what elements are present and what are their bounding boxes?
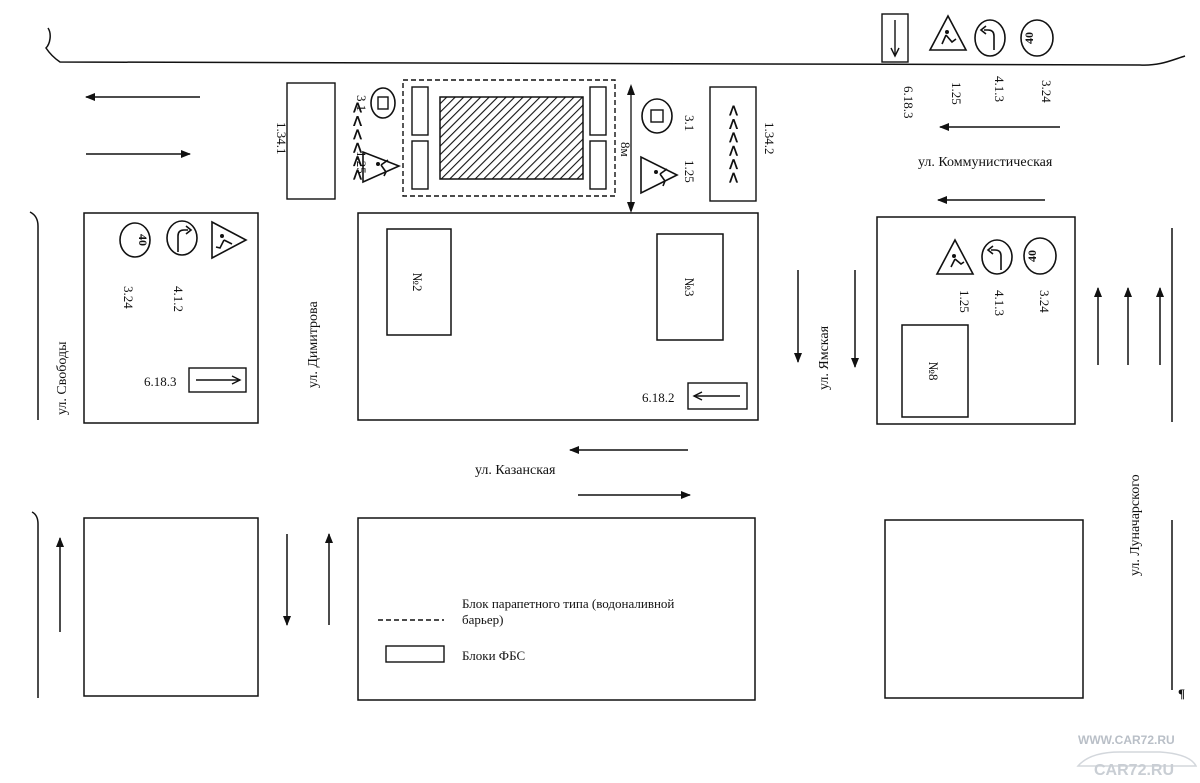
legend-barrier-label-line1: Блок парапетного типа (водоналивной [462, 596, 674, 611]
code-4-1-3-top: 4.1.3 [992, 76, 1007, 102]
street-kommunisticheskaya: ул. Коммунистическая [918, 155, 1053, 170]
block-left-top [83, 212, 259, 424]
building-2: №2 [386, 228, 452, 336]
speed-limit-sign-right-block: 40 [1023, 237, 1057, 275]
warning-road-works-icon [362, 150, 402, 184]
building-8: №8 [901, 324, 969, 418]
block-right-bottom [884, 519, 1084, 699]
work-zone: 8м [402, 79, 635, 213]
chevron-board-1-34-1: <<<<<< [286, 82, 368, 200]
code-3-24-top: 3.24 [1039, 80, 1054, 103]
code-3-24-right-block: 3.24 [1037, 290, 1052, 313]
sign-group-work-right: 3.1 1.25 <<<<<< 1.34.2 [640, 86, 777, 202]
street-svobody: ул. Свободы [55, 341, 70, 415]
turn-left-arrow-icon [974, 19, 1006, 57]
fbs-block-right-bottom [589, 140, 607, 190]
code-6-18-2-center-block: 6.18.2 [642, 390, 675, 405]
turn-right-arrow-icon [166, 220, 198, 256]
fbs-block-left-top [411, 86, 429, 136]
code-1-25-top: 1.25 [949, 82, 964, 105]
street-yamskaya: ул. Ямская [817, 325, 832, 390]
warning-road-works-icon [935, 238, 975, 275]
paragraph-mark: ¶ [1178, 686, 1185, 701]
warning-road-works-icon [640, 155, 679, 195]
warning-road-works-icon [211, 220, 248, 260]
sign-6-18-3-left-block [188, 367, 247, 393]
warning-road-works-icon [928, 14, 968, 51]
street-lunacharskogo: ул. Луначарского [1128, 474, 1143, 576]
building-8-label: №8 [926, 362, 941, 381]
fbs-block-right-top [589, 86, 607, 136]
code-1-34-1: 1.34.1 [274, 122, 289, 155]
left-road-edge-lower [31, 511, 39, 698]
block-right-top [876, 216, 1076, 425]
street-dimitrova: ул. Димитрова [306, 301, 321, 388]
code-1-25-right: 1.25 [682, 160, 697, 183]
code-6-18-3-left-block: 6.18.3 [144, 374, 177, 389]
sign-6-18-3-top [881, 13, 909, 63]
traffic-arrows [56, 93, 1164, 632]
building-2-label: №2 [410, 273, 425, 292]
no-entry-sign-left [370, 87, 396, 119]
fbs-block-left-bottom [411, 140, 429, 190]
code-3-1-left: 3.1 [354, 95, 369, 111]
svg-text:<<<<<<: <<<<<< [725, 104, 744, 184]
legend-fbs-swatch [385, 645, 445, 663]
code-3-24-left-block: 3.24 [121, 286, 136, 309]
sign-group-right-block: 40 1.25 4.1.3 3.24 [935, 237, 1057, 316]
block-center-top [357, 212, 759, 421]
speed-limit-sign-top: 40 [1020, 19, 1054, 57]
code-6-18-3-top: 6.18.3 [901, 86, 916, 119]
speed-limit-value-left-block: 40 [136, 234, 150, 246]
block-center-bottom [357, 517, 756, 701]
code-4-1-3-right-block: 4.1.3 [992, 290, 1007, 316]
sign-6-18-2-center-block [687, 382, 748, 410]
sign-group-top-right: 40 6.18.3 1.25 4.1.3 3.24 [881, 13, 1054, 119]
code-4-1-2-left-block: 4.1.2 [171, 286, 186, 312]
street-kazanskaya: ул. Казанская [475, 463, 556, 478]
watermark-url: WWW.CAR72.RU [1078, 733, 1175, 747]
code-3-1-right: 3.1 [682, 115, 697, 131]
legend-fbs-label: Блоки ФБС [462, 648, 525, 663]
turn-left-arrow-icon [981, 239, 1013, 275]
speed-limit-value-right-block: 40 [1025, 250, 1039, 262]
excavation-pit [439, 96, 584, 180]
legend: Блок парапетного типа (водоналивной барь… [378, 596, 674, 663]
sign-group-left-block: 40 3.24 4.1.2 6.18.3 [119, 220, 248, 393]
sign-group-work-left: <<<<<< 1.34.1 3.1 1.25 [274, 82, 402, 200]
building-3: №3 [656, 233, 724, 341]
chevron-board-1-34-2: <<<<<< [709, 86, 757, 202]
city-blocks [83, 212, 1084, 701]
water-barrier [402, 79, 616, 197]
top-road-edge [45, 27, 1186, 66]
code-1-25-right-block: 1.25 [957, 290, 972, 313]
no-entry-sign-right [641, 98, 673, 134]
code-1-25-left: 1.25 [354, 151, 369, 174]
watermark-logo-text: CAR72.RU [1094, 762, 1174, 779]
block-left-bottom [83, 517, 259, 697]
building-3-label: №3 [682, 278, 697, 297]
speed-limit-value-top: 40 [1022, 32, 1036, 44]
legend-barrier-label-line2: барьер) [462, 612, 503, 627]
speed-limit-sign-left-block: 40 [119, 222, 151, 258]
code-1-34-2: 1.34.2 [762, 122, 777, 155]
road-edges [29, 27, 1186, 698]
dimension-8m-label: 8м [618, 142, 633, 157]
watermark-logo: CAR72.RU [1076, 751, 1198, 779]
left-road-edge [29, 211, 39, 420]
